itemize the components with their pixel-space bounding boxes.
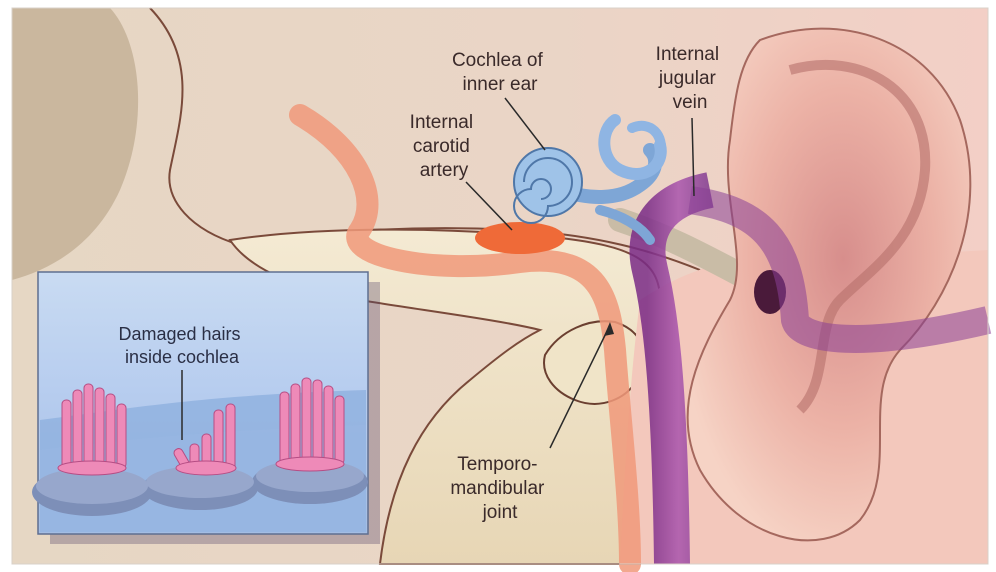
- label-cochlea-line1: Cochlea of: [452, 50, 544, 71]
- label-tmj-line1: Temporo-: [457, 454, 537, 475]
- label-tmj-line3: joint: [482, 502, 519, 523]
- carotid-bulge: [475, 222, 565, 254]
- label-carotid: Internal carotid artery: [410, 112, 479, 181]
- label-carotid-line2: carotid: [413, 136, 470, 157]
- label-tmj-line2: mandibular: [450, 478, 545, 499]
- inset-panel: Damaged hairs inside cochlea: [32, 272, 380, 544]
- label-jugular-line2: jugular: [658, 68, 717, 89]
- label-inset-line2: inside cochlea: [125, 347, 240, 367]
- label-jugular-line3: vein: [673, 92, 708, 113]
- label-jugular-line1: Internal: [656, 44, 719, 65]
- label-carotid-line1: Internal: [410, 112, 473, 133]
- label-carotid-line3: artery: [420, 160, 469, 181]
- label-inset-line1: Damaged hairs: [118, 324, 240, 344]
- label-cochlea-line2: inner ear: [463, 74, 539, 95]
